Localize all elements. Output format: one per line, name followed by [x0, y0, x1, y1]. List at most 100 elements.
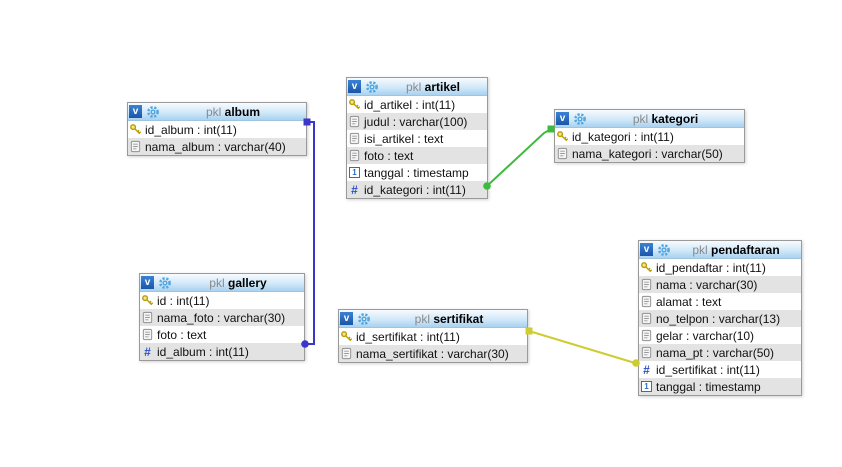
field-label: nama : varchar(30)	[656, 277, 758, 292]
toggle-small-view-icon[interactable]: v	[141, 276, 154, 289]
table-header-sertifikat[interactable]: v pkl sertifikat	[339, 310, 527, 328]
field-row-foto[interactable]: foto : text	[140, 326, 304, 343]
field-label: nama_sertifikat : varchar(30)	[356, 346, 509, 361]
calendar-glyph: 1	[641, 381, 652, 392]
field-label: nama_kategori : varchar(50)	[572, 146, 723, 161]
field-label: foto : text	[157, 327, 207, 342]
field-row-nama[interactable]: nama : varchar(30)	[639, 276, 801, 293]
field-row-id_artikel[interactable]: id_artikel : int(11)	[347, 96, 487, 113]
hash-glyph: #	[144, 344, 151, 359]
field-row-nama_sertifikat[interactable]: nama_sertifikat : varchar(30)	[339, 345, 527, 362]
text-field-icon	[347, 132, 362, 145]
table-prefix: pkl	[692, 242, 708, 257]
toggle-small-view-icon[interactable]: v	[340, 312, 353, 325]
table-header-artikel[interactable]: v pkl artikel	[347, 78, 487, 96]
field-row-nama_album[interactable]: nama_album : varchar(40)	[128, 138, 306, 155]
table-prefix: pkl	[209, 275, 225, 290]
table-name: artikel	[424, 79, 461, 94]
text-field-icon	[128, 140, 143, 153]
field-label: id_kategori : int(11)	[364, 182, 466, 197]
table-prefix: pkl	[414, 311, 430, 326]
field-row-nama_foto[interactable]: nama_foto : varchar(30)	[140, 309, 304, 326]
primary-key-icon	[555, 130, 570, 143]
field-label: nama_foto : varchar(30)	[157, 310, 286, 325]
field-row-id_pendaftar[interactable]: id_pendaftar : int(11)	[639, 259, 801, 276]
primary-key-icon	[140, 294, 155, 307]
field-row-id_sertifikat[interactable]: #id_sertifikat : int(11)	[639, 361, 801, 378]
field-row-judul[interactable]: judul : varchar(100)	[347, 113, 487, 130]
field-label: id_sertifikat : int(11)	[656, 362, 760, 377]
table-name: sertifikat	[433, 311, 484, 326]
field-label: alamat : text	[656, 294, 722, 309]
timestamp-icon: 1	[639, 381, 654, 392]
table-prefix: pkl	[405, 79, 422, 94]
field-row-id_sertifikat[interactable]: id_sertifikat : int(11)	[339, 328, 527, 345]
field-label: tanggal : timestamp	[656, 379, 761, 394]
table-header-kategori[interactable]: v pkl kategori	[555, 110, 744, 128]
field-row-isi_artikel[interactable]: isi_artikel : text	[347, 130, 487, 147]
field-row-id_kategori[interactable]: id_kategori : int(11)	[555, 128, 744, 145]
table-title: pkl sertifikat	[371, 312, 527, 326]
field-row-gelar[interactable]: gelar : varchar(10)	[639, 327, 801, 344]
field-row-alamat[interactable]: alamat : text	[639, 293, 801, 310]
toggle-small-view-icon[interactable]: v	[348, 80, 361, 93]
table-name: gallery	[227, 275, 267, 290]
field-row-nama_kategori[interactable]: nama_kategori : varchar(50)	[555, 145, 744, 162]
field-label: id_pendaftar : int(11)	[656, 260, 766, 275]
table-name: album	[224, 104, 261, 119]
text-field-icon	[639, 346, 654, 359]
field-label: id_kategori : int(11)	[572, 129, 674, 144]
table-name: kategori	[651, 111, 699, 126]
table-sertifikat: v pkl sertifikat id_sertifikat : int(11) na…	[338, 309, 528, 363]
table-header-album[interactable]: v pkl album	[128, 103, 306, 121]
field-label: no_telpon : varchar(13)	[656, 311, 781, 326]
table-prefix: pkl	[632, 111, 649, 126]
table-header-pendaftaran[interactable]: v pkl pendaftaran	[639, 241, 801, 259]
table-options-gear-icon[interactable]	[573, 112, 587, 126]
field-row-id_album[interactable]: id_album : int(11)	[128, 121, 306, 138]
text-field-icon	[639, 295, 654, 308]
field-row-nama_pt[interactable]: nama_pt : varchar(50)	[639, 344, 801, 361]
relation-sertifikat-pendaftaran	[525, 327, 640, 367]
field-row-id_kategori[interactable]: #id_kategori : int(11)	[347, 181, 487, 198]
toggle-small-view-icon[interactable]: v	[129, 105, 142, 118]
table-options-gear-icon[interactable]	[357, 312, 371, 326]
table-options-gear-icon[interactable]	[146, 105, 160, 119]
table-header-gallery[interactable]: v pkl gallery	[140, 274, 304, 292]
toggle-small-view-icon[interactable]: v	[556, 112, 569, 125]
field-row-id_album[interactable]: # id_album : int(11)	[140, 343, 304, 360]
text-field-icon	[639, 278, 654, 291]
table-title: pkl pendaftaran	[671, 243, 801, 257]
toggle-small-view-icon[interactable]: v	[640, 243, 653, 256]
calendar-glyph: 1	[349, 167, 360, 178]
timestamp-icon: 1	[347, 167, 362, 178]
table-artikel: v pkl artikel id_artikel : int(11)judul : …	[346, 77, 488, 199]
table-name: pendaftaran	[711, 242, 780, 257]
text-field-icon	[140, 328, 155, 341]
table-options-gear-icon[interactable]	[158, 276, 172, 290]
field-row-tanggal[interactable]: 1 tanggal : timestamp	[639, 378, 801, 395]
text-field-icon	[555, 147, 570, 160]
table-kategori: v pkl kategori id_kategori : int(11) nama_k…	[554, 109, 745, 163]
table-title: pkl artikel	[379, 80, 487, 94]
table-options-gear-icon[interactable]	[365, 80, 379, 94]
table-pendaftaran: v pkl pendaftaran id_pendaftar : int(11) na…	[638, 240, 802, 396]
field-label: judul : varchar(100)	[364, 114, 468, 129]
table-prefix: pkl	[205, 104, 222, 119]
field-label: id_album : int(11)	[157, 344, 249, 359]
index-icon: #	[347, 184, 362, 196]
field-row-id[interactable]: id : int(11)	[140, 292, 304, 309]
text-field-icon	[347, 115, 362, 128]
text-field-icon	[639, 312, 654, 325]
table-options-gear-icon[interactable]	[657, 243, 671, 257]
table-album: v pkl album id_album : int(11)nama_album :…	[127, 102, 307, 156]
field-label: nama_album : varchar(40)	[145, 139, 286, 154]
field-row-no_telpon[interactable]: no_telpon : varchar(13)	[639, 310, 801, 327]
field-row-foto[interactable]: foto : text	[347, 147, 487, 164]
text-field-icon	[339, 347, 354, 360]
table-title: pkl kategori	[587, 112, 744, 126]
field-label: id_sertifikat : int(11)	[356, 329, 460, 344]
